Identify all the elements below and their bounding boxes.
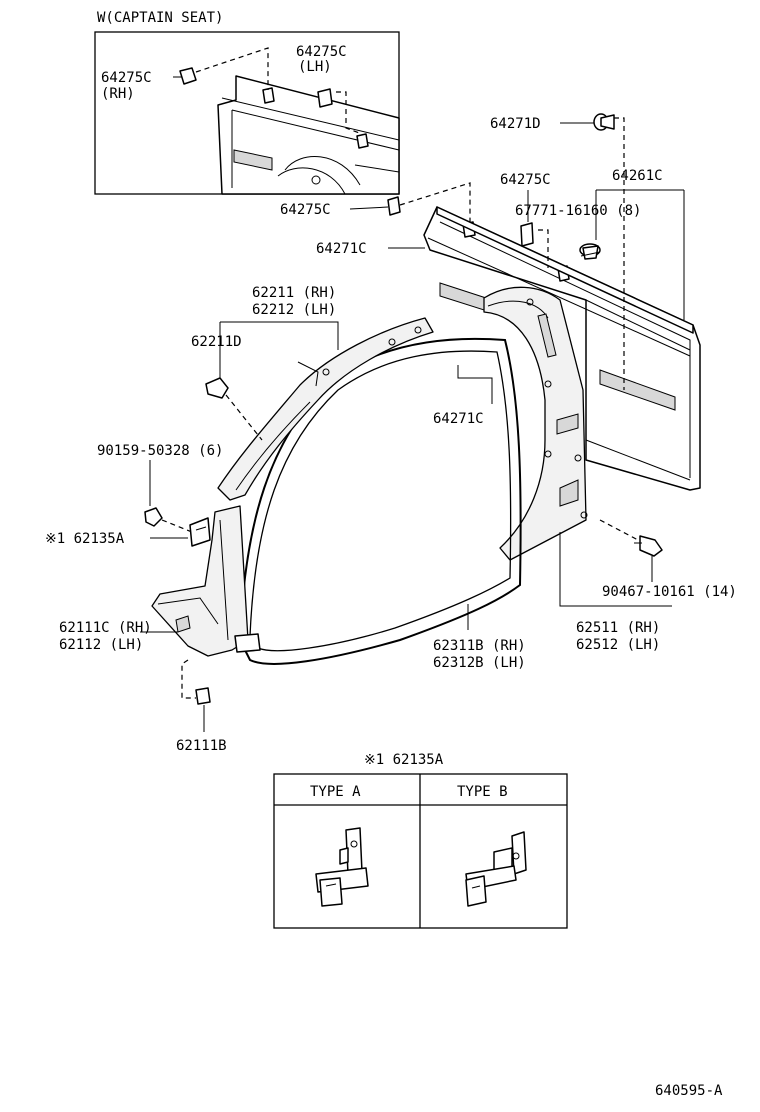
inset-leader-lh	[336, 91, 363, 135]
leader-64275c-mid	[399, 182, 471, 226]
leader-62111b	[181, 659, 196, 699]
type-table	[273, 773, 568, 929]
clip-62211d	[205, 377, 229, 399]
front-scuff-plate	[151, 505, 261, 657]
type-b-header: TYPE B	[457, 784, 508, 800]
type-a-clip-drawing	[315, 827, 369, 907]
label-64275c-rh-side: (RH)	[101, 86, 135, 102]
leader-64275c-top	[538, 229, 549, 268]
label-62135a: ※1 62135A	[45, 531, 125, 547]
label-67771: 67771-16160 (8)	[515, 203, 641, 219]
screw-67771	[579, 243, 601, 260]
clip-64271d	[593, 113, 615, 131]
label-64275c-mid: 64275C	[280, 202, 331, 218]
leader-64271d	[614, 117, 625, 390]
door-opening-weatherstrip	[238, 337, 522, 665]
clip-64275c-mid	[387, 196, 401, 216]
label-64261c: 64261C	[612, 168, 663, 184]
type-a-header: TYPE A	[310, 784, 361, 800]
label-64275c-lh: 64275C	[296, 44, 347, 60]
label-90467: 90467-10161 (14)	[602, 584, 737, 600]
label-62111b: 62111B	[176, 738, 227, 754]
label-64271d: 64271D	[490, 116, 541, 132]
label-90159: 90159-50328 (6)	[97, 443, 223, 459]
inset-clips	[179, 67, 369, 149]
rear-panel-rail	[436, 206, 694, 334]
label-64271c-lower: 64271C	[433, 411, 484, 427]
label-64275c-lh-side: (LH)	[298, 59, 332, 75]
label-62112: 62112 (LH)	[59, 637, 143, 653]
diagram-reference-number: 640595-A	[655, 1083, 723, 1099]
clip-90467	[634, 535, 663, 557]
label-64275c-rh: 64275C	[101, 70, 152, 86]
label-62312b: 62312B (LH)	[433, 655, 526, 671]
label-62211: 62211 (RH)	[252, 285, 336, 301]
inset-rear-panel	[217, 75, 400, 195]
label-62212: 62212 (LH)	[252, 302, 336, 318]
label-62512: 62512 (LH)	[576, 637, 660, 653]
label-62311b: 62311B (RH)	[433, 638, 526, 654]
inset-leader-rh	[195, 47, 269, 90]
label-64271c-upper: 64271C	[316, 241, 367, 257]
type-b-clip-drawing	[465, 831, 527, 907]
clip-62135a	[189, 517, 211, 547]
front-pillar-trim	[217, 317, 434, 501]
label-62211d: 62211D	[191, 334, 242, 350]
label-64275c-top: 64275C	[500, 172, 551, 188]
label-62511: 62511 (RH)	[576, 620, 660, 636]
clip-62111b	[195, 687, 211, 705]
table-title: ※1 62135A	[364, 752, 444, 768]
quarter-trim-panel	[483, 286, 691, 561]
screw-90159	[144, 507, 163, 527]
inset-title: W(CAPTAIN SEAT)	[97, 10, 223, 26]
rear-trim-panel	[423, 206, 701, 491]
label-62111c: 62111C (RH)	[59, 620, 152, 636]
clip-64275c-top	[520, 222, 534, 247]
